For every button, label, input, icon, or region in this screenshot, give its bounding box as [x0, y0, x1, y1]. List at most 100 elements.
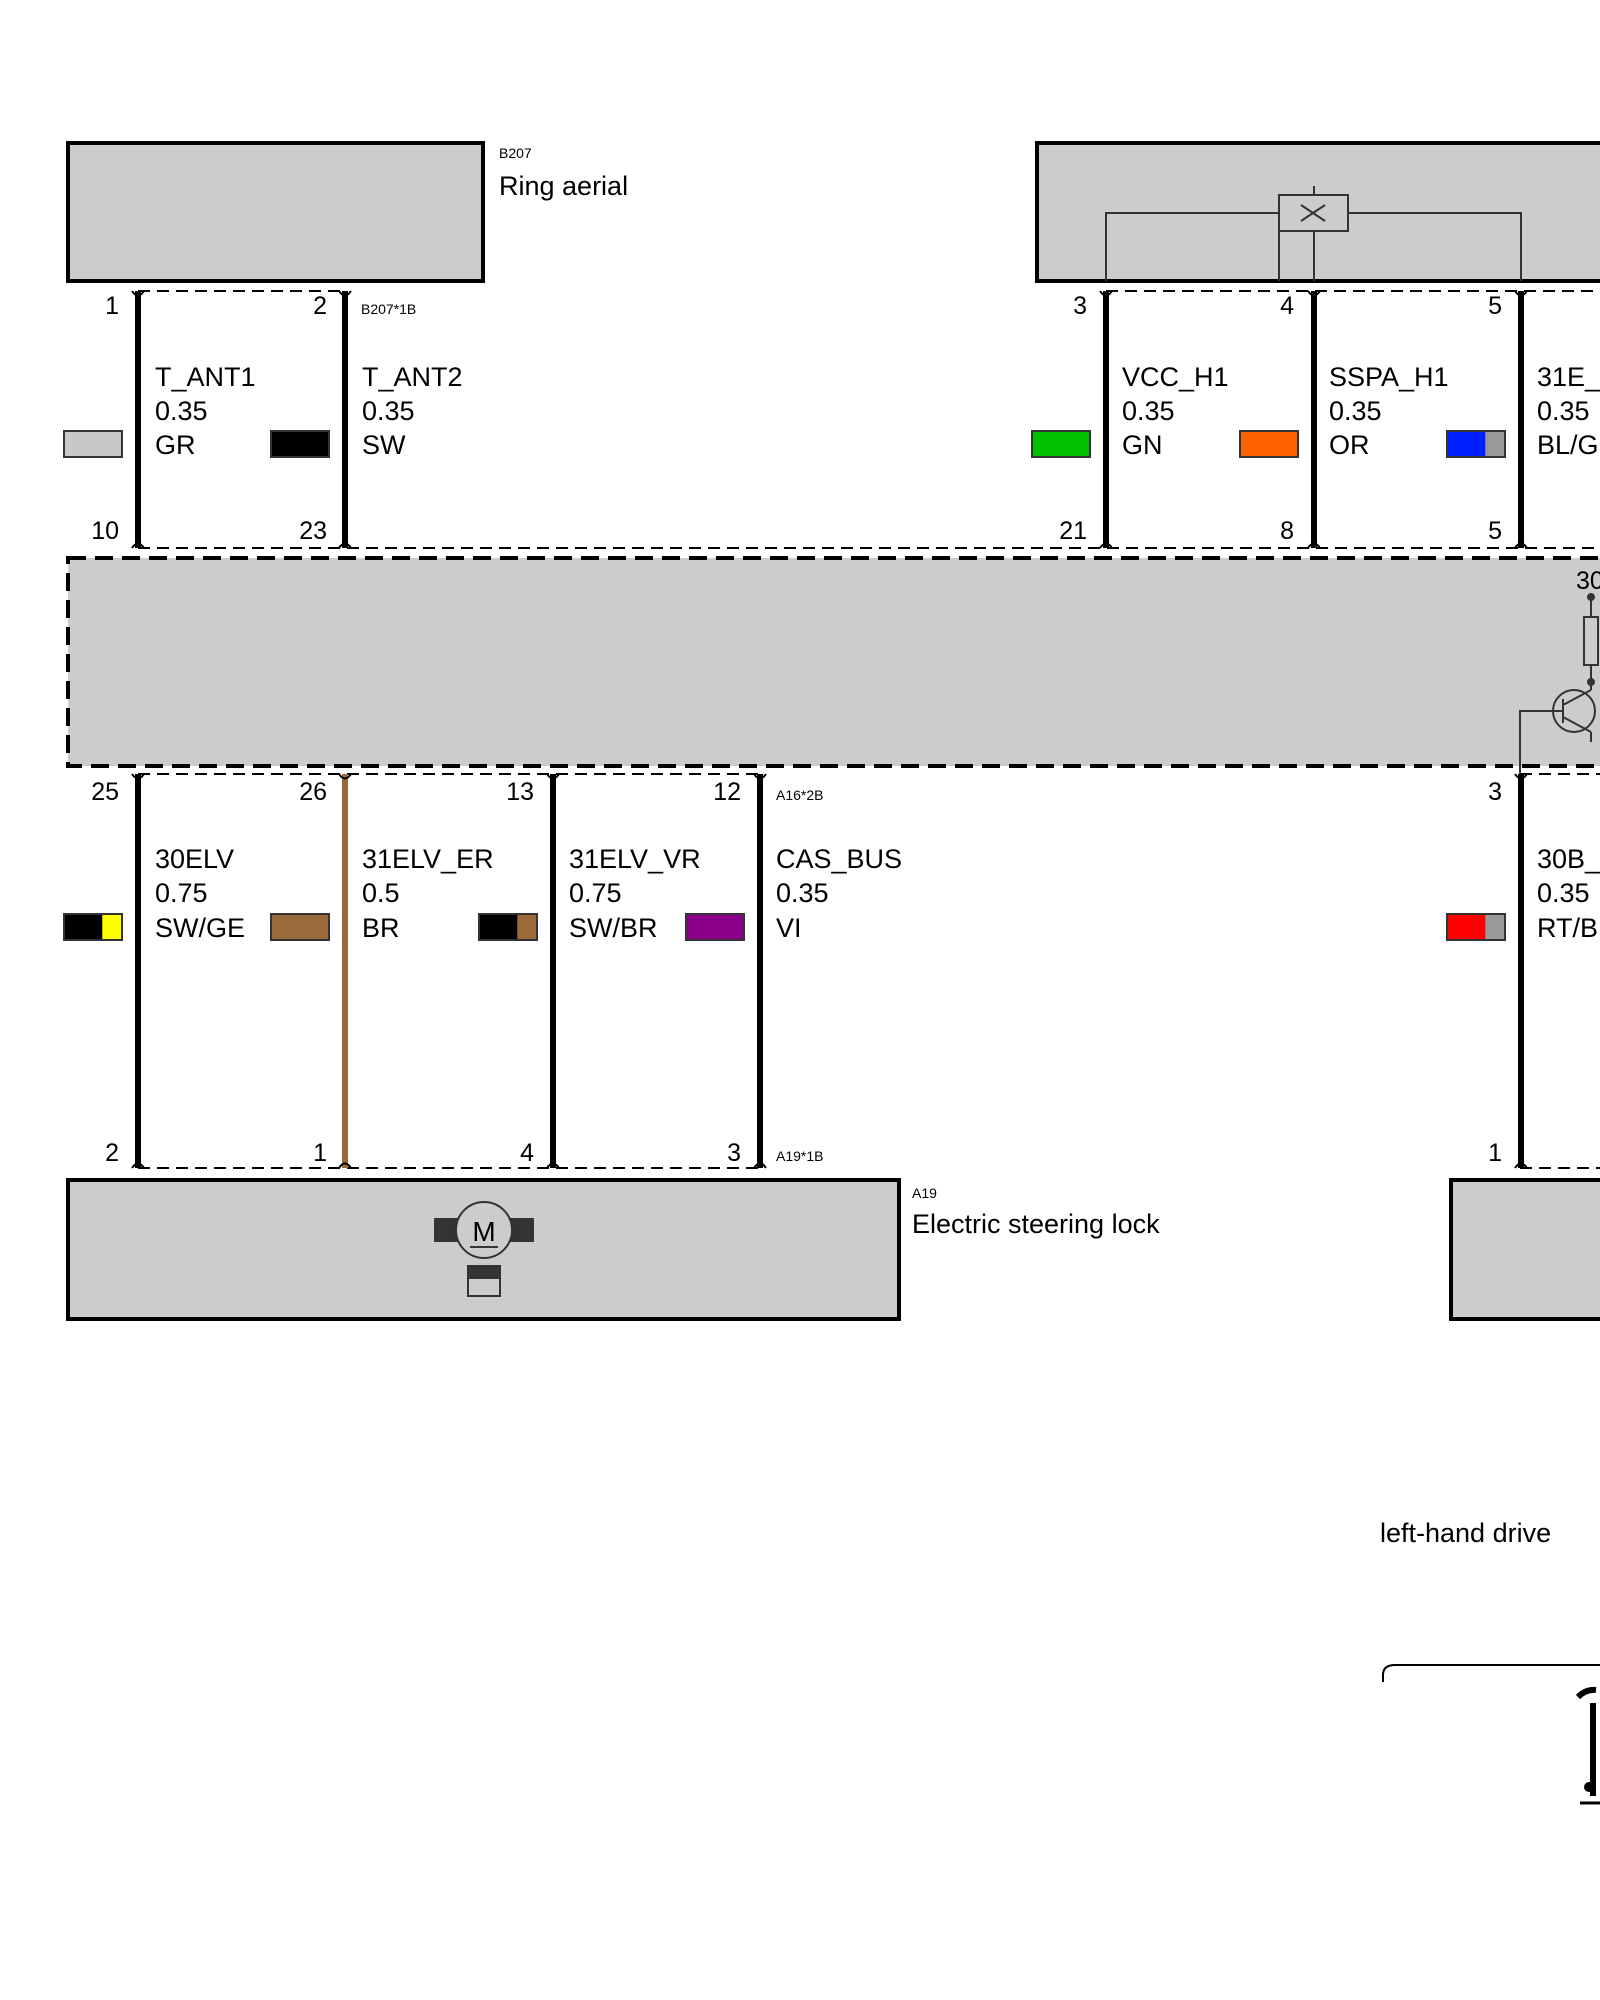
- wire-top-1-terminal-upper: [338, 290, 352, 297]
- wire-top-1-pin-bottom: 23: [299, 517, 327, 545]
- motor-icon: M: [434, 1201, 534, 1297]
- wire-top-4-terminal-lower: [1514, 542, 1528, 549]
- ring-aerial-id: B207: [499, 145, 532, 161]
- wire-bottom-4-size: 0.35: [1537, 878, 1590, 908]
- wire-top-0-color-swatch: [63, 430, 123, 458]
- wire-bottom-0-terminal-upper: [131, 773, 145, 780]
- steering-lock-name: Electric steering lock: [912, 1209, 1160, 1239]
- wire-top-2-color-swatch: [1031, 430, 1091, 458]
- wire-top-2-terminal-lower: [1099, 542, 1113, 549]
- wire-top-2-pin-bottom: 21: [1059, 517, 1087, 545]
- wire-top-3-terminal-lower: [1307, 542, 1321, 549]
- wire-bottom-2-terminal-upper: [546, 773, 560, 780]
- cas-module-box[interactable]: [66, 556, 1600, 768]
- wire-bottom-4-color: RT/B: [1537, 913, 1598, 943]
- wire-bottom-1-pin-top: 26: [299, 778, 327, 806]
- wire-top-1-size: 0.35: [362, 396, 415, 426]
- wire-bottom-4-color-swatch-border: [1446, 913, 1506, 941]
- wire-bottom-2-pin-top: 13: [506, 778, 534, 806]
- wire-top-0-pin-top: 1: [105, 292, 119, 320]
- wire-bottom-3-color: VI: [776, 913, 802, 943]
- wire-top-0-terminal-lower: [131, 542, 145, 549]
- wire-top-4-color-swatch-stripe: [1485, 431, 1505, 457]
- wire-top-4-size: 0.35: [1537, 396, 1590, 426]
- wire-bottom-2-terminal-lower: [546, 1162, 560, 1169]
- left-hand-drive-note: left-hand drive: [1380, 1518, 1551, 1548]
- wire-top-4-color-swatch-border: [1446, 430, 1506, 458]
- wire-bottom-3-pin-top: 12: [713, 778, 741, 806]
- wire-top-1-pin-top: 2: [313, 292, 327, 320]
- wire-bottom-4-pin-top: 3: [1488, 778, 1502, 806]
- ground-symbol-fragment: [1382, 1664, 1600, 1805]
- wire-bottom-3-color-swatch: [685, 913, 745, 941]
- wire-bottom-1-color: BR: [362, 913, 400, 943]
- wire-bottom-0-pin-top: 25: [91, 778, 119, 806]
- wire-top-1-terminal-lower: [338, 542, 352, 549]
- wire-bottom-1-color-swatch: [270, 913, 330, 941]
- wire-top-0-color: GR: [155, 430, 196, 460]
- wire-bottom-0-color: SW/GE: [155, 913, 245, 943]
- wire-top-2-terminal-upper: [1099, 290, 1113, 297]
- a19-connector-label: A19*1B: [776, 1148, 823, 1164]
- ring-aerial-name: Ring aerial: [499, 171, 628, 201]
- wire-bottom-4-terminal-lower: [1514, 1162, 1528, 1169]
- wire-bottom-3-terminal-upper: [753, 773, 767, 780]
- wire-bottom-0-signal: 30ELV: [155, 844, 234, 874]
- wire-top-2-pin-top: 3: [1073, 292, 1087, 320]
- wire-top-3-color-swatch: [1239, 430, 1299, 458]
- wire-top-0-pin-bottom: 10: [91, 517, 119, 545]
- a16-connector-label: A16*2B: [776, 787, 823, 803]
- wire-top-0-terminal-upper: [131, 290, 145, 297]
- wire-bottom-4-signal: 30B_: [1537, 844, 1600, 874]
- transistor-symbol: [1519, 593, 1599, 778]
- wire-bottom-2-signal: 31ELV_VR: [569, 844, 701, 874]
- wire-bottom-4-terminal-upper: [1514, 773, 1528, 780]
- wires: [63, 290, 1528, 1169]
- wire-bottom-1-size: 0.5: [362, 878, 400, 908]
- wire-top-3-signal: SSPA_H1: [1329, 362, 1449, 392]
- wire-top-2-color: GN: [1122, 430, 1163, 460]
- internal-circuit: [1105, 186, 1522, 281]
- wire-bottom-3-signal: CAS_BUS: [776, 844, 902, 874]
- wire-top-3-size: 0.35: [1329, 396, 1382, 426]
- wire-top-0-signal: T_ANT1: [155, 362, 256, 392]
- wire-bottom-4-color-swatch-stripe: [1485, 914, 1505, 940]
- b207-connector-label: B207*1B: [361, 301, 416, 317]
- wire-top-1-color-swatch: [270, 430, 330, 458]
- wire-top-0-size: 0.35: [155, 396, 208, 426]
- wire-top-4-pin-bottom: 5: [1488, 517, 1502, 545]
- wire-bottom-0-color-swatch-stripe: [102, 914, 122, 940]
- wire-bottom-0-color-swatch-border: [63, 913, 123, 941]
- wire-top-2-size: 0.35: [1122, 396, 1175, 426]
- wire-bottom-2-color: SW/BR: [569, 913, 658, 943]
- wire-top-2-signal: VCC_H1: [1122, 362, 1229, 392]
- wire-top-3-terminal-upper: [1307, 290, 1321, 297]
- wire-bottom-1-terminal-upper: [338, 773, 352, 780]
- wire-bottom-2-size: 0.75: [569, 878, 622, 908]
- wire-bottom-2-pin-bottom: 4: [520, 1139, 534, 1167]
- wire-top-1-color: SW: [362, 430, 406, 460]
- wire-bottom-2-color-swatch-stripe: [517, 914, 537, 940]
- wire-bottom-2-color-swatch-border: [478, 913, 538, 941]
- wire-bottom-0-terminal-lower: [131, 1162, 145, 1169]
- wire-bottom-1-pin-bottom: 1: [313, 1139, 327, 1167]
- wire-bottom-4-pin-bottom: 1: [1488, 1139, 1502, 1167]
- wire-bottom-0-size: 0.75: [155, 878, 208, 908]
- wire-bottom-3-size: 0.35: [776, 878, 829, 908]
- wire-top-1-signal: T_ANT2: [362, 362, 463, 392]
- steering-lock-id: A19: [912, 1185, 937, 1201]
- wire-top-4-color: BL/G: [1537, 430, 1599, 460]
- wire-bottom-3-terminal-lower: [753, 1162, 767, 1169]
- ring-aerial-box[interactable]: [66, 141, 485, 283]
- wire-bottom-0-pin-bottom: 2: [105, 1139, 119, 1167]
- wire-top-4-terminal-upper: [1514, 290, 1528, 297]
- wire-top-3-pin-bottom: 8: [1280, 517, 1294, 545]
- wire-top-4-pin-top: 5: [1488, 292, 1502, 320]
- bottom-right-component-box[interactable]: [1449, 1178, 1600, 1321]
- connector-lines: [138, 290, 1600, 1169]
- wire-bottom-1-terminal-lower: [338, 1162, 352, 1169]
- motor-symbol-label: M: [472, 1216, 495, 1247]
- wire-top-4-signal: 31E_: [1537, 362, 1600, 392]
- wire-top-3-color: OR: [1329, 430, 1370, 460]
